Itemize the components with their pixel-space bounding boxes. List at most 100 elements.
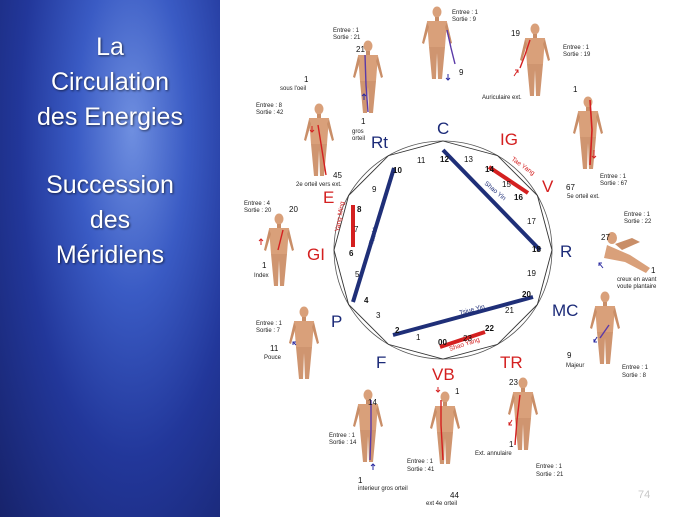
- ig-sortie: Sortie : 19: [563, 52, 591, 58]
- hour-19: 19: [527, 269, 536, 278]
- meridian-r: R: [560, 242, 572, 261]
- hour-13: 13: [464, 155, 473, 164]
- e-top: 1: [304, 75, 309, 84]
- r-top: 27: [601, 233, 610, 242]
- tr-sortie: Sortie : 21: [536, 472, 564, 478]
- rt-desc-2: orteil: [352, 136, 365, 142]
- label-yang-ming: Yang Ming: [334, 201, 346, 233]
- tr-entree: Entree : 1: [536, 464, 563, 470]
- p-desc: Pouce: [264, 355, 282, 361]
- meridian-gi: GI: [307, 245, 325, 264]
- v-desc: 5e orteil ext.: [567, 194, 600, 200]
- label-tae-yang: Tae Yang: [510, 156, 536, 177]
- tr-top: 23: [509, 378, 518, 387]
- f-num: 1: [358, 476, 363, 485]
- e-desc: 2e orteil vers ext.: [296, 182, 342, 188]
- rt-entree: Entree : 1: [333, 28, 360, 34]
- vb-desc: ext 4e orteil: [426, 501, 457, 507]
- hour-17: 17: [527, 217, 536, 226]
- v-sortie: Sortie : 67: [600, 181, 628, 187]
- f-desc: interieur gros orteil: [358, 486, 408, 492]
- gi-bot: 1: [262, 261, 267, 270]
- p-entree: Entree : 1: [256, 321, 283, 327]
- hour-1: 1: [416, 333, 421, 342]
- f-top: 14: [368, 398, 377, 407]
- meridian-e: E: [323, 188, 334, 207]
- hour-21: 21: [505, 306, 514, 315]
- hour-8: 8: [357, 205, 362, 214]
- vb-num: 44: [450, 491, 459, 500]
- figure-c: [422, 7, 452, 80]
- arrow-icon: [599, 263, 603, 268]
- hour-6: 6: [349, 249, 354, 258]
- clock-polygon: [334, 141, 552, 359]
- tr-num: 1: [509, 440, 514, 449]
- arrow-icon: [446, 74, 450, 80]
- figure-ig: [520, 24, 550, 97]
- gi-sortie: Sortie : 20: [244, 208, 272, 214]
- e-num: 45: [333, 171, 342, 180]
- meridian-rt: Rt: [371, 133, 388, 152]
- hour-3: 3: [376, 311, 381, 320]
- hour-14: 14: [485, 165, 494, 174]
- c-num: 9: [459, 68, 464, 77]
- figure-r: [604, 232, 650, 273]
- arrow-icon: [594, 337, 597, 342]
- mc-desc: Majeur: [566, 363, 584, 369]
- hour-00: 00: [438, 338, 447, 347]
- meridian-mc: MC: [552, 301, 578, 320]
- rt-desc-1: gros: [352, 129, 364, 135]
- meridian-c: C: [437, 119, 449, 138]
- figure-mc: [590, 292, 620, 365]
- mc-num: 9: [567, 351, 572, 360]
- r-desc-1: creux en avant: [617, 277, 657, 283]
- c-entree: Entree : 1: [452, 10, 479, 16]
- e-sortie: Sortie : 42: [256, 110, 284, 116]
- figure-vb: [430, 392, 460, 465]
- p-sortie: Sortie : 7: [256, 328, 281, 334]
- mc-sortie: Sortie : 8: [622, 373, 647, 379]
- hour-12: 12: [440, 155, 449, 164]
- r-entree: Entree : 1: [624, 212, 651, 218]
- meridian-f: F: [376, 353, 386, 372]
- hour-5: 5: [355, 270, 360, 279]
- r-sortie: Sortie : 22: [624, 219, 652, 225]
- hour-16: 16: [514, 193, 523, 202]
- figure-e: [304, 104, 334, 177]
- arrow-icon: [293, 342, 296, 345]
- hour-2: 2: [395, 326, 400, 335]
- rt-num: 1: [361, 117, 366, 126]
- v-entree: Entree : 1: [600, 174, 627, 180]
- figure-v: [573, 97, 603, 170]
- gi-num: 20: [289, 205, 298, 214]
- p-num: 11: [270, 344, 279, 353]
- arrow-icon: [509, 420, 512, 425]
- ig-desc: Auriculaire ext.: [482, 95, 522, 101]
- hour-18: 18: [532, 245, 541, 254]
- hour-10: 10: [393, 166, 402, 175]
- hour-4: 4: [364, 296, 369, 305]
- vb-top: 1: [455, 387, 460, 396]
- vb-sortie: Sortie : 41: [407, 467, 435, 473]
- meridian-v: V: [542, 177, 554, 196]
- gi-entree: Entree : 4: [244, 201, 271, 207]
- tr-desc: Ext. annulaire: [475, 451, 512, 457]
- hour-20: 20: [522, 290, 531, 299]
- gi-desc: Index: [254, 273, 269, 279]
- meridian-p: P: [331, 312, 342, 331]
- slide-number: 74: [638, 489, 650, 501]
- hour-7: 7: [354, 225, 359, 234]
- clock-circle: [334, 141, 552, 359]
- hour-22: 22: [485, 324, 494, 333]
- arrow-icon: [259, 239, 263, 245]
- arrow-icon: [514, 70, 518, 76]
- vb-entree: Entree : 1: [407, 459, 434, 465]
- ig-top: 19: [511, 29, 520, 38]
- path-c: [447, 30, 455, 64]
- f-sortie: Sortie : 14: [329, 440, 357, 446]
- e-top-desc: sous l'oeil: [280, 86, 306, 92]
- r-desc-2: voute plantaire: [617, 284, 657, 290]
- meridian-tr: TR: [500, 353, 523, 372]
- f-entree: Entree : 1: [329, 433, 356, 439]
